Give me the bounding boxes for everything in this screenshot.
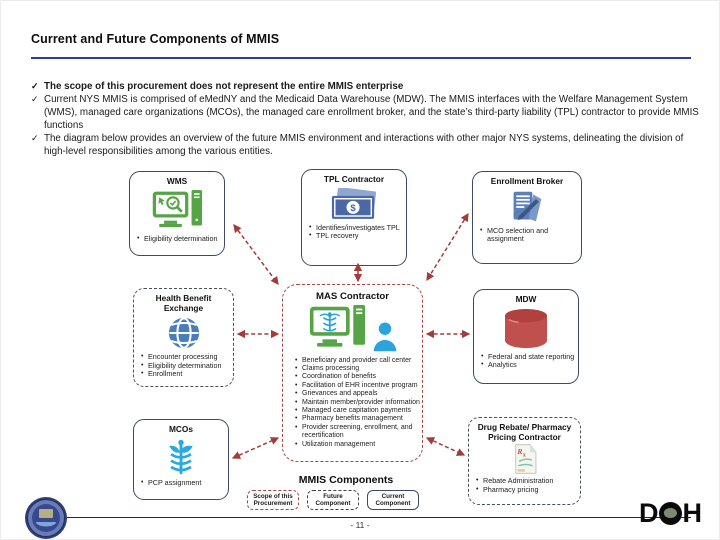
doh-letter-h: H [682,497,702,528]
intro-bullet: ✓ The scope of this procurement does not … [31,80,699,93]
node-bullet: Encounter processing [141,352,231,362]
computer-person-icon [283,304,422,352]
clipboard-pen-icon [473,190,581,224]
node-bullets: Identifies/investigates TPL TPL recovery [309,223,404,241]
arrow-wms-mas [233,224,279,285]
page-number: - 11 - [350,520,370,530]
doh-letter-d: D [639,497,658,528]
node-bullet: PCP assignment [141,478,226,488]
arrow-mcos-mas [231,437,280,459]
money-icon: $ [302,187,406,221]
diagram-node-mas-contractor: MAS Contractor [282,284,423,462]
node-title: Drug Rebate/ Pharmacy Pricing Contractor [477,422,572,442]
node-bullet: Pharmacy pricing [476,485,578,495]
node-bullet: Rebate Administration [476,476,578,486]
footer-divider [31,517,691,518]
node-title: Enrollment Broker [490,176,564,186]
node-bullet: TPL recovery [309,231,404,241]
node-bullet: Coordination of benefits [295,373,420,382]
checkmark-icon: ✓ [31,94,39,104]
medical-computer-icon [309,304,365,347]
diagram-node-mcos: MCOs PCP assignment [133,419,229,500]
intro-bullets: ✓ The scope of this procurement does not … [31,80,699,158]
checkmark-icon: ✓ [31,133,39,143]
diagram-node-tpl-contractor: TPL Contractor $ Identifies/investigates… [301,169,407,266]
svg-text:$: $ [350,202,356,213]
diagram-node-enrollment-broker: Enrollment Broker MCO selection and assi… [472,171,582,264]
node-title: TPL Contractor [323,174,385,184]
node-bullet: Utilization management [295,441,420,450]
node-bullet: Analytics [481,360,576,370]
node-bullet: MCO selection and assignment [480,226,579,244]
diagram-node-drug-rebate-pharmacy-pricing: Drug Rebate/ Pharmacy Pricing Contractor… [468,417,581,505]
node-bullet: Managed care capitation payments [295,407,420,416]
intro-bullet: ✓ Current NYS MMIS is comprised of eMedNY… [31,93,699,132]
node-bullets: PCP assignment [141,478,226,488]
svg-text:R: R [516,447,522,456]
legend-scope-of-procurement: Scope of this Procurement [247,490,299,510]
node-title: MCOs [169,424,193,434]
node-bullet: Maintain member/provider information [295,399,420,408]
ny-state-shape-icon [658,501,682,525]
node-bullet: Identifies/investigates TPL [309,223,404,233]
node-bullet: Beneficiary and provider call center [295,357,420,366]
arrow-enrollment-broker-mas [426,212,469,282]
node-title: Health Benefit Exchange [155,293,212,313]
caduceus-icon [134,438,228,476]
svg-text:x: x [522,452,525,458]
database-icon [474,308,578,350]
node-title: MDW [515,294,537,304]
arrow-mas-drug-rebate [425,437,466,456]
computer-search-icon [130,189,224,232]
mmis-components-legend: Scope of this Procurement Future Compone… [247,490,419,510]
person-icon [373,321,396,351]
node-bullet: Federal and state reporting [481,352,576,362]
node-bullet: Enrollment [141,370,231,379]
title-divider [31,57,691,59]
diagram-node-health-benefit-exchange: Health Benefit Exchange Encounter proces… [133,288,234,387]
intro-bullet-text: The diagram below provides an overview o… [44,133,684,157]
node-title: WMS [166,176,188,186]
prescription-icon: R x [469,443,580,475]
legend-current-component: Current Component [367,490,419,510]
node-bullets: Encounter processing Eligibility determi… [141,352,231,379]
globe-icon [134,316,233,350]
node-bullet: Pharmacy benefits management [295,415,420,424]
checkmark-icon: ✓ [31,81,39,91]
node-bullet: Grievances and appeals [295,390,420,399]
intro-bullet: ✓ The diagram below provides an overview … [31,132,699,158]
diagram-node-wms: WMS Eligibility determination [129,171,225,256]
nys-seal-logo [24,496,68,539]
node-bullet: Provider screening, enrollment, and rece… [295,424,420,441]
diagram-node-mdw: MDW Federal and state reporting Analytic… [473,289,579,384]
node-bullet: Eligibility determination [141,361,231,371]
node-bullet: Eligibility determination [137,234,222,244]
legend-future-component: Future Component [307,490,359,510]
legend-title: MMIS Components [298,474,394,486]
intro-bullet-text: Current NYS MMIS is comprised of eMedNY … [44,94,699,131]
node-bullets: Eligibility determination [137,234,222,244]
node-bullets: Beneficiary and provider call center Cla… [295,357,420,450]
node-bullet: Facilitation of EHR incentive program [295,382,420,391]
intro-bullet-text: The scope of this procurement does not r… [44,81,404,92]
node-bullets: Federal and state reporting Analytics [481,352,576,370]
page-title: Current and Future Components of MMIS [31,32,280,46]
node-title: MAS Contractor [315,291,390,302]
node-bullets: MCO selection and assignment [480,226,579,244]
node-bullet: Claims processing [295,365,420,374]
node-bullets: Rebate Administration Pharmacy pricing [476,476,578,495]
